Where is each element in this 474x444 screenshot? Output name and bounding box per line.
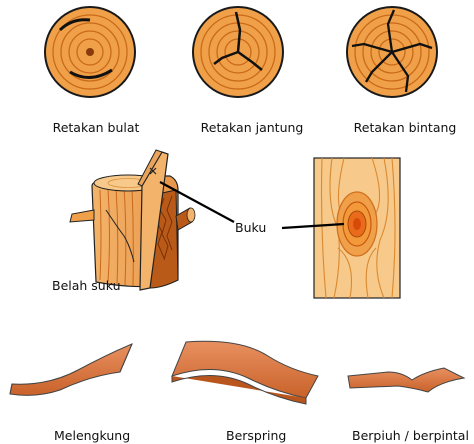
label-heart-crack: Retakan jantung <box>201 120 304 135</box>
bow-board <box>9 343 133 396</box>
spring-board <box>171 340 319 405</box>
label-knot: Buku <box>235 220 266 235</box>
label-bow: Melengkung <box>54 428 130 443</box>
round-crack-log <box>44 6 136 98</box>
knot-plank <box>313 157 401 299</box>
twist-board <box>347 367 466 393</box>
label-split: Belah suku <box>52 278 121 293</box>
knot-pointer-lines <box>159 181 345 230</box>
label-round-crack: Retakan bulat <box>53 120 140 135</box>
heart-crack-log <box>192 6 284 98</box>
star-crack-log <box>346 6 438 98</box>
split-stump <box>69 149 196 291</box>
label-star-crack: Retakan bintang <box>354 120 457 135</box>
label-twist: Berpiuh / berpintal <box>352 428 469 443</box>
label-spring: Berspring <box>226 428 286 443</box>
